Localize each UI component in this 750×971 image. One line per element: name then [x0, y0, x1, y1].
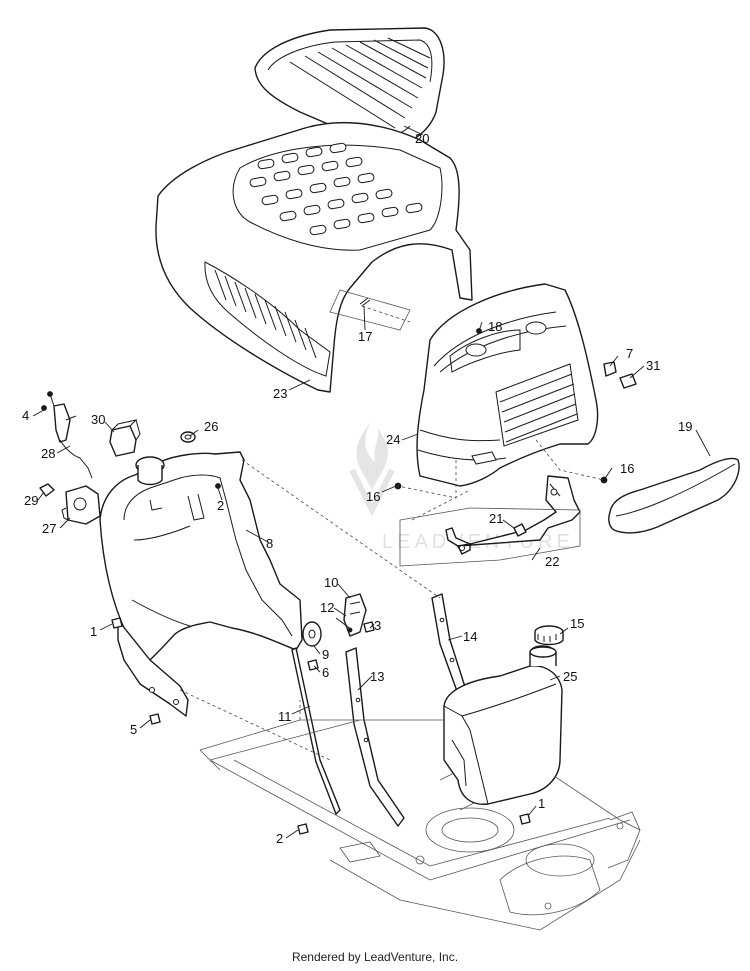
bumper-part-19[interactable] [608, 457, 740, 534]
screw-part-5[interactable] [149, 713, 161, 725]
callout-18: 18 [488, 319, 502, 334]
callout-25: 25 [563, 669, 577, 684]
callout-21: 21 [489, 511, 503, 526]
callout-28: 28 [41, 446, 55, 461]
callout-22: 22 [545, 554, 559, 569]
screw-part-2-upper[interactable] [215, 483, 221, 489]
callout-16-left: 16 [366, 489, 380, 504]
assembly-lines [179, 289, 605, 771]
switch-part-30[interactable] [109, 419, 141, 457]
key-part-29[interactable] [39, 483, 55, 497]
callout-10: 10 [324, 575, 338, 590]
callout-1-left: 1 [90, 624, 97, 639]
callout-11: 11 [278, 709, 292, 724]
screw-part-4[interactable] [41, 405, 47, 411]
support-part-13[interactable] [345, 647, 405, 827]
callout-23: 23 [273, 386, 287, 401]
callout-6: 6 [322, 665, 329, 680]
latch-part-10[interactable] [343, 593, 367, 637]
callout-14: 14 [463, 629, 477, 644]
latch-pin-part-12[interactable] [335, 617, 353, 633]
screw-part-1-left[interactable] [111, 617, 123, 629]
callout-26: 26 [204, 419, 218, 434]
fuel-cap-part-15[interactable] [534, 625, 564, 646]
callout-24: 24 [386, 432, 400, 447]
footer-credit: Rendered by LeadVenture, Inc. [291, 950, 459, 964]
callout-5: 5 [130, 722, 137, 737]
callout-3: 3 [374, 618, 381, 633]
callout-17: 17 [358, 329, 372, 344]
switch-housing-part-27[interactable] [61, 485, 101, 525]
callout-4: 4 [22, 408, 29, 423]
bolt-part-31[interactable] [619, 373, 637, 389]
hood-part-23[interactable] [155, 121, 473, 393]
rod-part-11[interactable] [291, 647, 341, 815]
screw-part-21[interactable] [513, 523, 527, 537]
callout-labels: 20 23 17 18 7 31 24 16 19 21 22 16 2 8 2… [22, 131, 692, 846]
callout-16-right: 16 [620, 461, 634, 476]
spacer-part-9[interactable] [302, 621, 322, 647]
callout-2-lower: 2 [276, 831, 283, 846]
callout-13: 13 [370, 669, 384, 684]
screw-part-3[interactable] [363, 621, 375, 633]
screw-part-2-lower[interactable] [297, 823, 309, 835]
callout-20: 20 [415, 131, 429, 146]
clip-part-17[interactable] [359, 297, 371, 307]
callout-19: 19 [678, 419, 692, 434]
callout-2-upper: 2 [217, 498, 224, 513]
callout-9: 9 [322, 647, 329, 662]
chassis-frame [209, 719, 641, 931]
callout-15: 15 [570, 616, 584, 631]
callout-7: 7 [626, 346, 633, 361]
bracket-part-22[interactable] [445, 475, 581, 555]
nut-part-7[interactable] [603, 361, 617, 377]
callout-1-right: 1 [538, 796, 545, 811]
callout-29: 29 [24, 493, 38, 508]
callout-30: 30 [91, 412, 105, 427]
screw-part-1-right[interactable] [519, 813, 531, 825]
dash-panel-part-8[interactable] [99, 451, 303, 717]
grille-part-24[interactable] [416, 283, 599, 487]
callout-8: 8 [266, 536, 273, 551]
fuel-tank-part-25[interactable] [443, 645, 563, 805]
callout-12: 12 [320, 600, 334, 615]
ignition-part-28[interactable] [47, 391, 93, 479]
callout-27: 27 [42, 521, 56, 536]
callout-31: 31 [646, 358, 660, 373]
leader-lines [32, 125, 711, 839]
